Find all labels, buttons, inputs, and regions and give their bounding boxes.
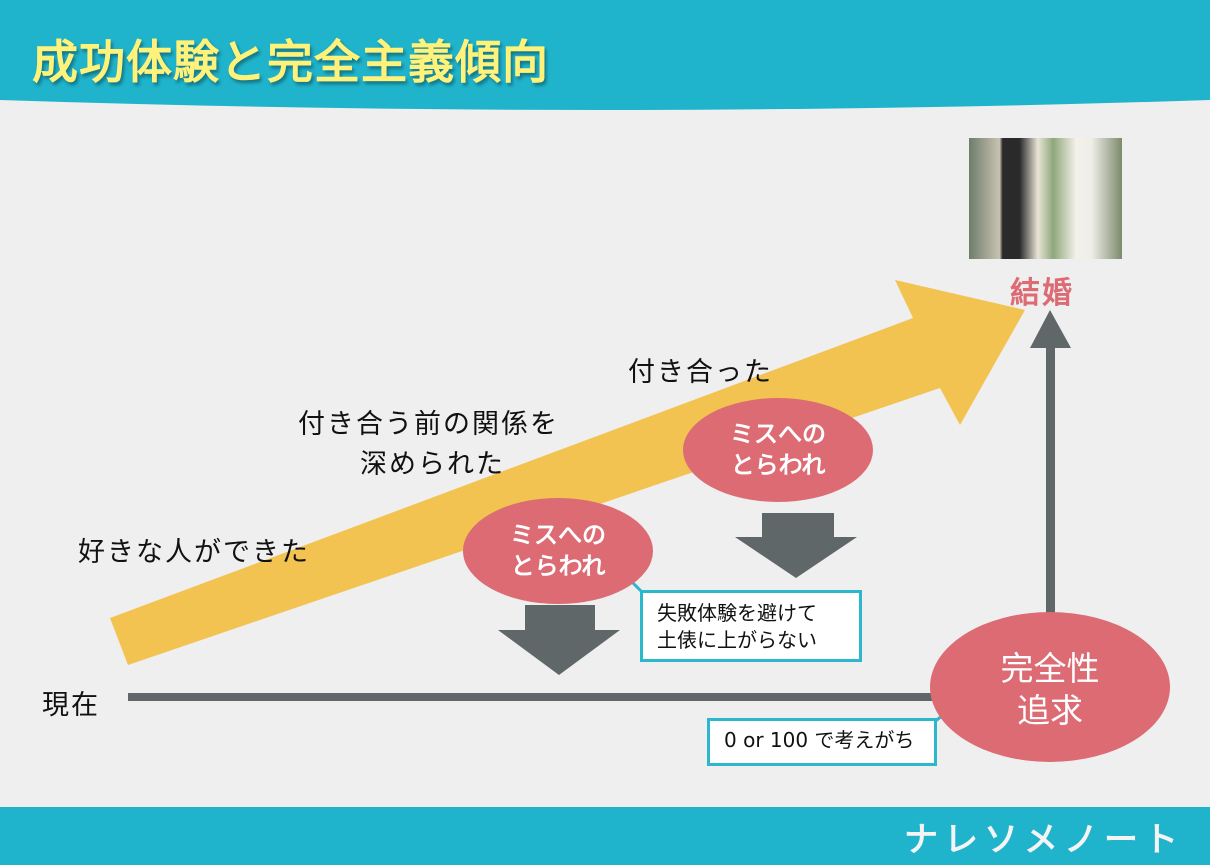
bubble-2-line1: ミスへの (730, 420, 826, 448)
callout-avoid-line1: 失敗体験を避けて (657, 601, 817, 625)
down-arrow-2-shaft (762, 513, 834, 538)
footer-bar (0, 807, 1210, 865)
page-title: 成功体験と完全主義傾向 (32, 35, 549, 89)
vertical-arrow-head (1030, 310, 1071, 348)
bubble-3-line1: 完全性 (1000, 649, 1100, 688)
step1-label: 好きな人ができた (78, 537, 310, 568)
step2-label-line2: 深められた (360, 449, 505, 480)
bubble-3-line2: 追求 (1017, 691, 1083, 730)
down-arrow-2-head (735, 537, 857, 578)
vertical-arrow-shaft (1046, 345, 1055, 630)
down-arrow-1-head (498, 630, 620, 675)
callout-zero-or-hundred: 0 or 100 で考えがち (707, 718, 937, 766)
brand-logo: ナレソメノート (904, 820, 1184, 860)
bubble-1-line2: とらわれ (510, 552, 606, 580)
header-banner (0, 0, 1210, 110)
goal-label: 結婚 (1010, 276, 1074, 311)
growth-arrow (110, 280, 1025, 665)
bubble-2-line2: とらわれ (730, 451, 826, 479)
callout-avoid-failure: 失敗体験を避けて 土俵に上がらない (640, 590, 862, 662)
bubble-1-line1: ミスへの (510, 521, 606, 549)
bubble-3-shape (930, 612, 1170, 762)
wedding-photo (969, 138, 1122, 259)
callout-avoid-line2: 土俵に上がらない (657, 628, 817, 652)
step2-label-line1: 付き合う前の関係を (298, 409, 559, 440)
bubble-1-shape (463, 498, 653, 604)
step3-label: 付き合った (628, 357, 773, 388)
now-label: 現在 (42, 690, 100, 721)
bubble-1-text: ミスへの とらわれ (463, 520, 653, 582)
bubble-2-shape (683, 398, 873, 502)
down-arrow-1-shaft (525, 605, 595, 631)
bubble-2-text: ミスへの とらわれ (683, 419, 873, 481)
bubble-3-text: 完全性 追求 (950, 648, 1150, 732)
baseline (128, 693, 938, 701)
